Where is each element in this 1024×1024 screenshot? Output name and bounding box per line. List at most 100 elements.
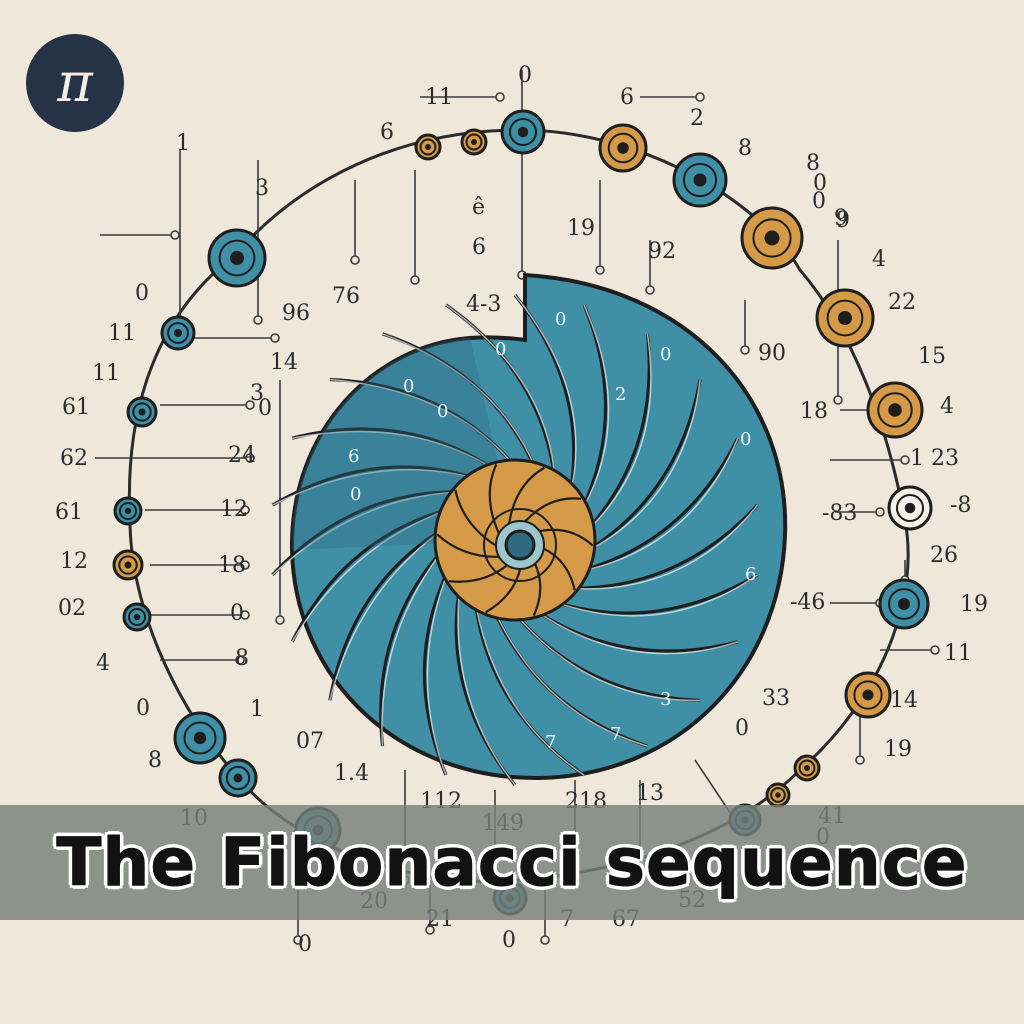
spiral-node-ring [888, 588, 920, 620]
number-label: 0 [258, 396, 272, 421]
spiral-node-ring [752, 218, 792, 258]
number-label: 8 [235, 646, 249, 671]
spiral-node-ring [218, 239, 256, 277]
connector-end [240, 610, 250, 620]
shell-rib [290, 506, 454, 643]
page-title: The Fibonacci sequence [56, 824, 968, 902]
spiral-node-dot [230, 251, 244, 265]
shell-digit: 2 [615, 384, 626, 405]
core-rib [520, 497, 582, 527]
number-label: 11 [92, 361, 120, 386]
spiral-node-dot [124, 561, 132, 569]
shell-digit: 6 [348, 446, 359, 467]
number-label: 6 [620, 85, 634, 110]
number-label: 8 [806, 151, 820, 176]
number-label: 4 [940, 394, 954, 419]
spiral-node-dot [693, 173, 707, 187]
shell-rib [379, 545, 447, 747]
number-label: 9 [836, 208, 850, 233]
spiral-node-ring [853, 680, 883, 710]
shell-rib [549, 573, 759, 615]
connector-end [240, 560, 250, 570]
connector-end [540, 935, 550, 945]
core-ring [483, 508, 557, 582]
number-label: ê [472, 195, 485, 220]
number-label: 92 [648, 239, 676, 264]
shell-digit: 3 [660, 689, 671, 710]
connector-end [235, 655, 245, 665]
connector-end [350, 255, 360, 265]
number-label: 14 [270, 350, 298, 375]
shell-rib-highlight [381, 546, 446, 747]
shell-digit: 6 [745, 564, 756, 585]
number-label: 19 [884, 737, 912, 762]
shell-rib-highlight [473, 597, 585, 776]
spiral-node-dot [471, 139, 477, 145]
number-label: 0 [136, 696, 150, 721]
connector-end [855, 755, 865, 765]
connector-end [900, 455, 910, 465]
shell-rib-highlight [291, 507, 453, 643]
connector-end [833, 395, 843, 405]
spiral-node-ring [118, 555, 138, 575]
shell-digit: 0 [555, 309, 566, 330]
shell-rib-highlight [445, 304, 557, 483]
number-label: 3 [255, 176, 269, 201]
connector-end [245, 453, 255, 463]
shell-digit: 0 [495, 339, 506, 360]
spiral-node-dot [904, 502, 916, 514]
spiral-node-dot [233, 773, 243, 783]
shell-rib-highlight [579, 304, 610, 515]
connector-end [695, 92, 705, 102]
spiral-node-ring [118, 501, 138, 521]
spiral-node-dot [898, 598, 910, 610]
connector-end [410, 275, 420, 285]
number-label: 1 23 [910, 446, 959, 471]
connector-end [253, 315, 263, 325]
spiral-node-ring [167, 322, 189, 344]
core-rib [507, 466, 545, 527]
core-rib [454, 489, 496, 546]
shell-rib [583, 333, 651, 535]
number-label: 11 [425, 85, 453, 110]
shell-rib-highlight [329, 526, 447, 701]
number-label: 0 [502, 928, 516, 953]
number-label: 4-3 [466, 292, 501, 317]
pi-logo: π [26, 34, 124, 132]
number-label: -46 [790, 590, 825, 615]
spiral-node-dot [862, 689, 874, 701]
shell-rib [565, 504, 759, 590]
shell-rib [578, 304, 608, 515]
connector-end [875, 507, 885, 517]
shell-digit: 0 [403, 376, 414, 397]
number-label: 6 [472, 235, 486, 260]
number-label: 76 [332, 284, 360, 309]
connector-end [270, 333, 280, 343]
connector-end [645, 285, 655, 295]
number-label: 61 [55, 500, 83, 525]
connector-end [240, 505, 250, 515]
number-label: 0 [812, 189, 826, 214]
connector-end [930, 645, 940, 655]
spiral-node-ring [607, 132, 639, 164]
number-label: 11 [944, 641, 972, 666]
spiral-node-ring [895, 493, 925, 523]
core-rib [448, 563, 510, 583]
number-label: 6 [380, 120, 394, 145]
shell-digit: 0 [350, 484, 361, 505]
spiral-node-ring [770, 787, 786, 803]
number-label: 19 [960, 592, 988, 617]
number-label: 0 [230, 601, 244, 626]
number-label: 96 [282, 301, 310, 326]
number-label: 4 [872, 247, 886, 272]
spiral-node-dot [174, 329, 182, 337]
number-label: 62 [60, 446, 88, 471]
spiral-node-dot [617, 142, 629, 154]
shell-digit: 0 [660, 344, 671, 365]
core-rib [488, 463, 500, 534]
shell-rib-highlight [584, 333, 652, 534]
shell-rib [271, 490, 465, 576]
spiral-node-ring [798, 759, 816, 777]
spiral-node-dot [888, 403, 902, 417]
shell-rib-highlight [577, 437, 739, 573]
